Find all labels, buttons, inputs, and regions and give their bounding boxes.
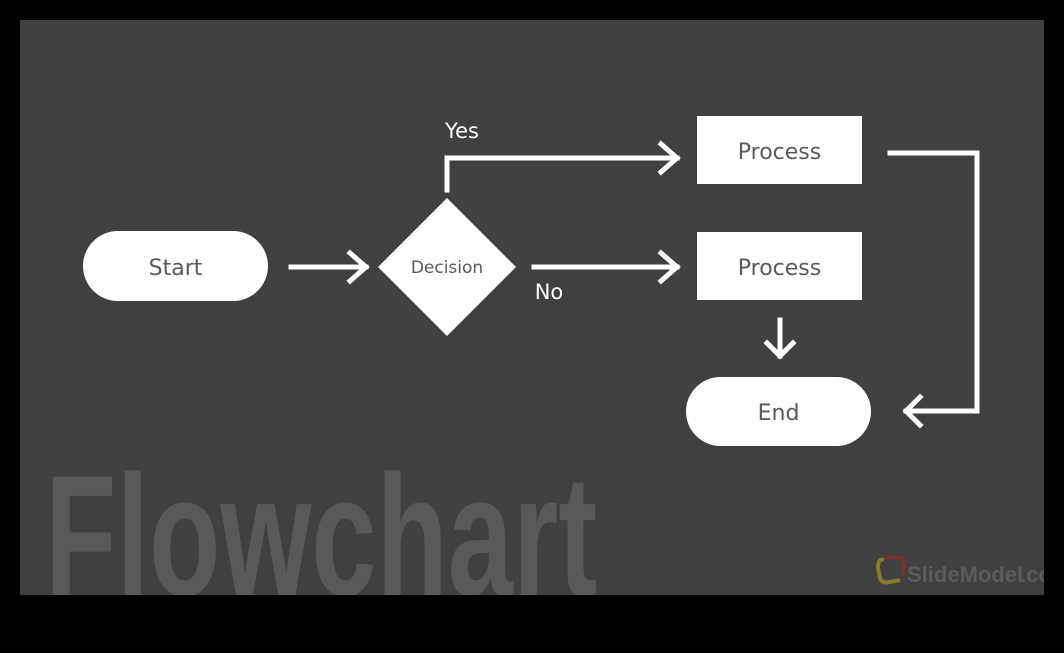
arrow-start-to-decision <box>288 249 370 285</box>
flowchart-diagram: Flowchart Start Decision Yes No Process … <box>45 116 1044 595</box>
no-label: No <box>535 280 564 304</box>
decision-label: Decision <box>411 258 483 278</box>
flowchart-watermark: Flowchart <box>45 441 597 595</box>
arrow-no <box>531 249 681 285</box>
process-yes-label: Process <box>738 140 821 165</box>
process-yes-node <box>697 116 862 184</box>
end-label: End <box>758 401 800 426</box>
end-node <box>686 377 871 446</box>
decision-node <box>378 198 516 336</box>
start-label: Start <box>149 256 203 281</box>
logo-text: SlideModel <box>907 562 1023 587</box>
start-node <box>83 231 268 301</box>
process-no-node <box>697 232 862 300</box>
arrow-yes <box>444 140 681 193</box>
slidemodel-logo: SlideModel .com <box>875 554 1044 587</box>
arrow-process-to-end <box>763 317 797 360</box>
process-no-label: Process <box>738 256 821 281</box>
arrow-process-yes-to-end <box>887 150 980 429</box>
slide: Flowchart Start Decision Yes No Process … <box>20 20 1044 595</box>
yes-label: Yes <box>444 119 479 143</box>
logo-suffix: .com <box>1020 562 1044 587</box>
